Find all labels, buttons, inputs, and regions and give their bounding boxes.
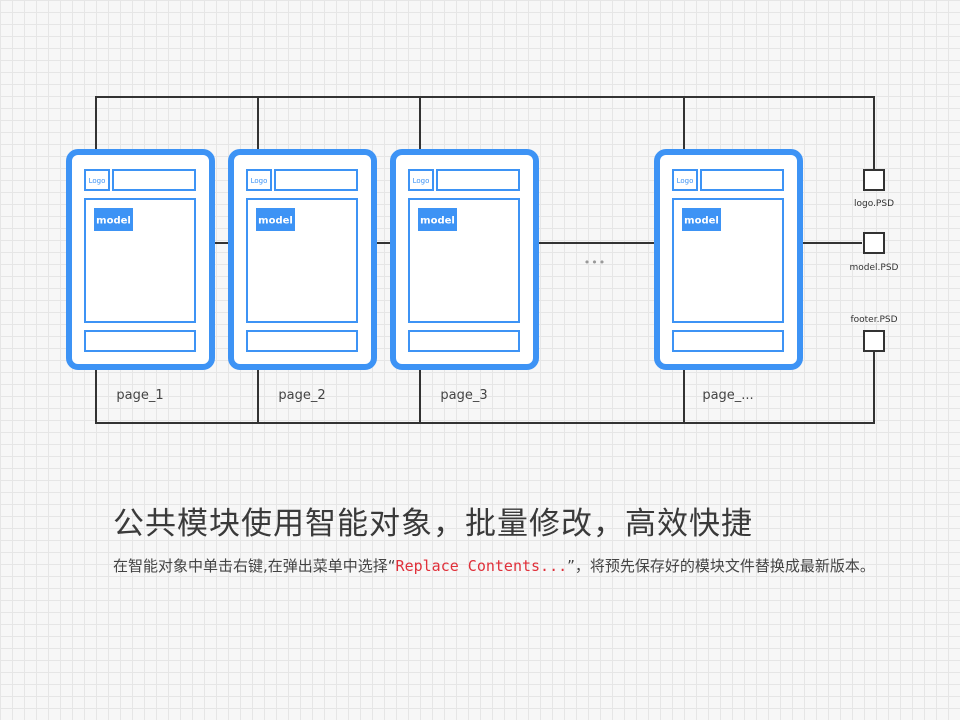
description-text: 在智能对象中单击右键,在弹出菜单中选择“	[113, 557, 396, 575]
footer-block	[246, 330, 358, 352]
logo-label: Logo	[251, 177, 268, 185]
model-label: model	[420, 216, 455, 227]
logo-block	[84, 169, 110, 191]
logo-label: Logo	[677, 177, 694, 185]
page-card: Logo model page_3	[390, 149, 539, 403]
model-label: model	[258, 216, 293, 227]
more-pages-ellipsis: •••	[584, 256, 606, 269]
source-box	[863, 169, 885, 191]
page-card: Logo model page_...	[654, 149, 803, 403]
model-block	[682, 208, 721, 231]
logo-block	[246, 169, 272, 191]
source-box	[863, 330, 885, 352]
source-file: footer.PSD	[850, 315, 898, 352]
replace-contents-highlight: Replace Contents...	[395, 557, 568, 575]
source-label: logo.PSD	[854, 199, 894, 209]
page-card: Logo model page_1	[66, 149, 215, 403]
page-caption: page_3	[440, 388, 487, 403]
footer-connector	[95, 344, 875, 424]
model-block	[94, 208, 133, 231]
logo-block	[672, 169, 698, 191]
page-caption: page_...	[702, 388, 753, 403]
footer-block	[84, 330, 196, 352]
footer-block	[408, 330, 520, 352]
source-file: model.PSD	[850, 232, 899, 273]
header-bar	[700, 169, 784, 191]
headline: 公共模块使用智能对象，批量修改，高效快捷	[113, 506, 753, 542]
content-area	[246, 198, 358, 323]
source-box	[863, 232, 885, 254]
logo-label: Logo	[413, 177, 430, 185]
footer-block	[672, 330, 784, 352]
content-area	[408, 198, 520, 323]
description-text-end: ”，将预先保存好的模块文件替换成最新版本。	[567, 557, 875, 575]
logo-connector	[95, 96, 875, 172]
source-file: logo.PSD	[854, 169, 894, 209]
source-label: model.PSD	[850, 263, 899, 273]
smart-object-diagram: Logo model page_1 Logo model page_2 Logo…	[66, 96, 899, 424]
page-caption: page_1	[116, 388, 163, 403]
header-bar	[274, 169, 358, 191]
model-block	[418, 208, 457, 231]
model-label: model	[684, 216, 719, 227]
model-block	[256, 208, 295, 231]
page-card: Logo model page_2	[228, 149, 377, 403]
header-bar	[436, 169, 520, 191]
caption-block: 公共模块使用智能对象，批量修改，高效快捷 在智能对象中单击右键,在弹出菜单中选择…	[113, 502, 913, 580]
model-label: model	[96, 216, 131, 227]
logo-block	[408, 169, 434, 191]
page-caption: page_2	[278, 388, 325, 403]
description: 在智能对象中单击右键,在弹出菜单中选择“Replace Contents...”…	[113, 552, 913, 580]
source-label: footer.PSD	[850, 315, 897, 325]
logo-label: Logo	[89, 177, 106, 185]
header-bar	[112, 169, 196, 191]
